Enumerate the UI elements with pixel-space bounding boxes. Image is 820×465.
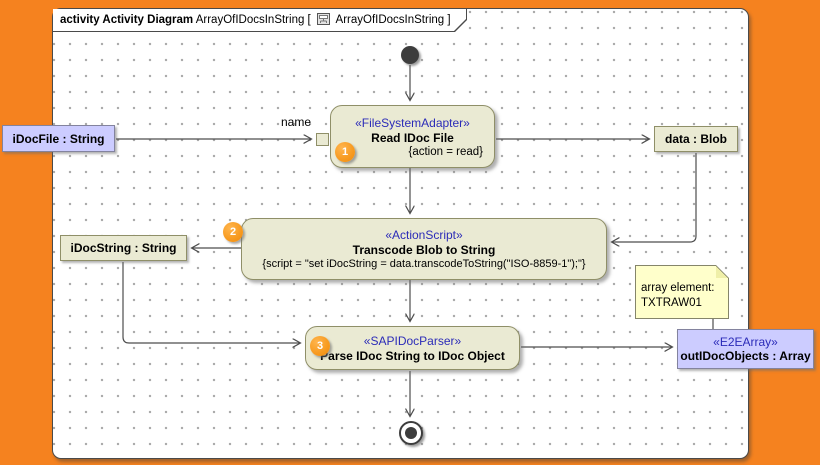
object-node-idocfile[interactable]: iDocFile : String: [2, 125, 115, 152]
action-read-idoc-file[interactable]: «FileSystemAdapter» Read IDoc File {acti…: [330, 105, 495, 168]
action-constraint: {action = read}: [408, 145, 484, 158]
action-name: Transcode Blob to String: [352, 243, 496, 257]
object-node-label: iDocString : String: [70, 241, 177, 255]
input-pin-name[interactable]: [316, 133, 329, 146]
step-badge-1: 1: [335, 142, 355, 162]
object-node-outidocobjects[interactable]: «E2EArray» outIDocObjects : Array: [677, 329, 814, 369]
object-node-data[interactable]: data : Blob: [654, 126, 738, 152]
stereotype-label: «FileSystemAdapter»: [355, 115, 470, 130]
object-node-label: data : Blob: [665, 132, 727, 146]
frame-title-diagram-name: ArrayOfIDocsInString [: [195, 14, 311, 26]
action-constraint: {script = "set iDocString = data.transco…: [262, 258, 586, 270]
action-parse-idoc-string[interactable]: «SAPIDocParser» Parse IDoc String to IDo…: [305, 326, 520, 370]
frame-title-context-name: ArrayOfIDocsInString ]: [335, 14, 451, 26]
note-array-element[interactable]: array element: TXTRAW01: [635, 265, 729, 319]
object-node-label: outIDocObjects : Array: [680, 349, 811, 363]
frame-title-keyword: activity Activity Diagram: [60, 14, 194, 26]
note-line1: array element:: [641, 282, 715, 294]
action-transcode-blob-to-string[interactable]: «ActionScript» Transcode Blob to String …: [241, 218, 607, 280]
diagram-icon: [317, 11, 330, 33]
stereotype-label: «SAPIDocParser»: [363, 333, 462, 348]
activity-final-dot: [405, 427, 417, 439]
action-name: Parse IDoc String to IDoc Object: [320, 348, 505, 363]
step-badge-2: 2: [223, 222, 243, 242]
note-line2: TXTRAW01: [641, 297, 702, 309]
note-body: array element: TXTRAW01: [636, 266, 728, 318]
edge-data-to-transcode[interactable]: [612, 153, 697, 242]
action-name: Read IDoc File: [371, 130, 454, 145]
step-badge-3: 3: [310, 336, 330, 356]
initial-node[interactable]: [401, 46, 419, 64]
frame-title-tab[interactable]: activity Activity Diagram ArrayOfIDocsIn…: [53, 9, 467, 32]
stereotype-label: «E2EArray»: [713, 335, 778, 349]
object-node-label: iDocFile : String: [12, 131, 105, 146]
stereotype-label: «ActionScript»: [385, 228, 463, 242]
frame-title: activity Activity Diagram ArrayOfIDocsIn…: [53, 9, 466, 31]
edge-idocstring-to-parse[interactable]: [122, 262, 300, 343]
object-node-idocstring[interactable]: iDocString : String: [60, 235, 187, 261]
activity-final-node[interactable]: [399, 421, 423, 445]
edge-label-name: name: [281, 115, 312, 129]
